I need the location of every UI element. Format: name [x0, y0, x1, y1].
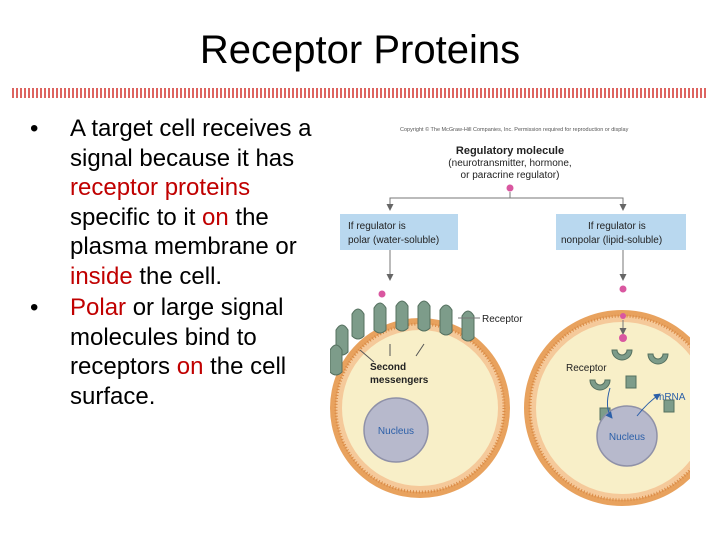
nonpolar-ligand: [619, 285, 627, 293]
bullet-marker: •: [30, 115, 39, 142]
bullet-item-2: • Polar or large signal molecules bind t…: [30, 293, 330, 411]
nonpolar-box: [556, 214, 686, 250]
nonpolar-label-2: nonpolar (lipid-soluble): [561, 235, 662, 246]
left-nucleus: [363, 397, 429, 463]
bullet-marker: •: [30, 294, 39, 321]
surface-receptors: [330, 300, 475, 376]
bullet-text: A target cell receives a signal because …: [70, 115, 312, 172]
regulatory-molecule-dot: [506, 184, 514, 192]
left-nucleus-label: Nucleus: [378, 426, 414, 437]
ligand-inside: [619, 334, 627, 342]
second-messengers-label-2: messengers: [370, 375, 429, 386]
right-nucleus-label: Nucleus: [609, 432, 645, 443]
bullet-list: • A target cell receives a signal becaus…: [30, 114, 330, 413]
second-messengers-label-1: Second: [370, 362, 406, 373]
branch-arrow-right: [510, 197, 627, 211]
regulatory-sub-2: or paracrine regulator): [461, 170, 560, 181]
highlight-text: on: [176, 353, 204, 380]
bullet-item-1: • A target cell receives a signal becaus…: [30, 114, 330, 291]
bullet-text: or large signal molecules bind to recept…: [70, 294, 284, 380]
bullet-text: specific to it: [70, 203, 203, 231]
mrna-arrow: [636, 393, 661, 417]
nonpolar-label-1: If regulator is: [588, 221, 646, 232]
regulatory-title: Regulatory molecule: [456, 145, 564, 157]
bullet-text: the cell.: [132, 262, 223, 290]
receptor-to-nucleus-arrow: [605, 387, 613, 419]
receptor-label-right: Receptor: [566, 363, 607, 374]
title-divider: [12, 88, 708, 98]
highlight-text: inside: [70, 262, 133, 290]
branch-arrow-left: [386, 192, 511, 211]
highlight-text: Polar: [70, 294, 127, 321]
second-messenger-arrows: [359, 343, 425, 363]
receptor-label: Receptor: [482, 314, 523, 325]
highlight-text: on: [202, 203, 229, 231]
ligand-in-membrane: [620, 313, 626, 319]
slide-title: Receptor Proteins: [199, 28, 521, 72]
polar-ligand: [378, 290, 386, 298]
polar-box: [340, 214, 458, 250]
regulatory-sub-1: (neurotransmitter, hormone,: [448, 158, 571, 169]
polar-label-2: polar (water-soluble): [348, 235, 439, 246]
mrna-label: mRNA: [656, 392, 686, 403]
highlight-text: receptor proteins: [70, 174, 251, 201]
copyright-note: Copyright © The McGraw-Hill Companies, I…: [400, 126, 629, 133]
intracellular-receptors: [589, 349, 675, 421]
bullet-text: the cell surface.: [70, 353, 287, 410]
polar-label-1: If regulator is: [348, 221, 406, 232]
bullet-text: the plasma membrane or: [70, 203, 297, 261]
right-nucleus: [596, 405, 658, 467]
receptor-diagram: Copyright © The McGraw-Hill Companies, I…: [330, 126, 690, 506]
